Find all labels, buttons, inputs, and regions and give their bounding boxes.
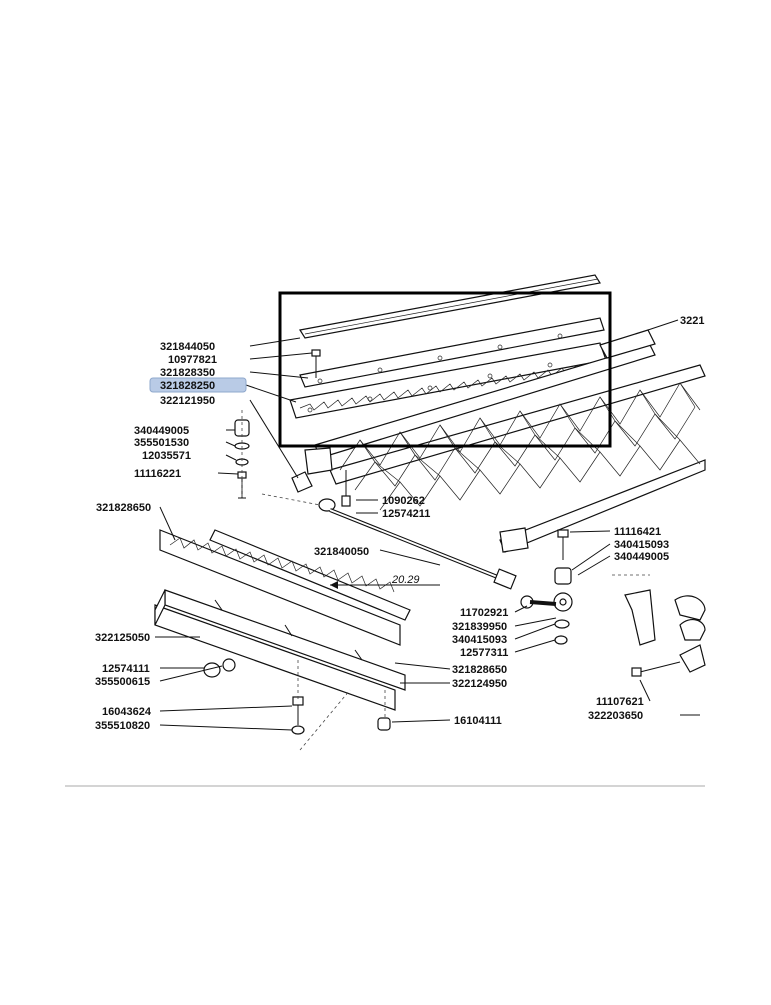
callout-340449005-right: 340449005 (614, 551, 669, 563)
callout-11107621: 11107621 (596, 696, 644, 708)
callout-340415093-lower: 340415093 (452, 634, 507, 646)
callout-340415093-upper: 340415093 (614, 539, 669, 551)
connecting-rod (261, 470, 517, 590)
strip-holes (307, 333, 563, 413)
callout-highlight (149, 377, 247, 393)
callout-322203650: 322203650 (588, 710, 643, 722)
callout-321828650-top: 321828650 (96, 502, 151, 514)
right-guard-plate (599, 329, 656, 359)
callout-321828350: 321828350 (160, 367, 215, 379)
crank-clamp (674, 595, 706, 621)
callout-12577311: 12577311 (460, 647, 508, 659)
lower-knife-bar (159, 529, 401, 646)
callout-16104111: 16104111 (454, 715, 502, 727)
callout-1090262: 1090262 (382, 495, 425, 507)
callout-355510820: 355510820 (95, 720, 150, 732)
callout-321844050: 321844050 (160, 341, 215, 353)
lower-top-strip (209, 529, 411, 621)
callout-321840050: 321840050 (314, 546, 369, 558)
knife-guard-strip (299, 317, 605, 388)
callout-321828250: 321828250 (160, 380, 215, 392)
cutter-bar-rear (499, 459, 706, 553)
bell-crank (624, 589, 656, 646)
sickle-sections (339, 382, 701, 511)
callout-10977821: 10977821 (168, 354, 217, 366)
lower-knife-assembly (154, 529, 440, 751)
upper-rail-assembly (289, 274, 607, 419)
callout-12574211: 12574211 (382, 508, 430, 520)
callout-321828650-bottom: 321828650 (452, 664, 507, 676)
callout-labels: 321844050 10977821 321828350 321828250 3… (95, 315, 704, 732)
callout-3221-truncated: 3221 (680, 315, 704, 327)
callout-12035571: 12035571 (142, 450, 191, 462)
guide-nut (377, 717, 391, 731)
callout-340449005-left: 340449005 (134, 425, 189, 437)
callout-322124950: 322124950 (452, 678, 507, 690)
callout-16043624: 16043624 (102, 706, 152, 718)
callout-355500615: 355500615 (95, 676, 150, 688)
left-hardware-stack (234, 349, 321, 500)
left-end-bracket (304, 447, 333, 475)
callout-321839950: 321839950 (452, 621, 507, 633)
callout-322121950: 322121950 (160, 395, 215, 407)
right-hardware-stack (520, 529, 706, 677)
callout-355501530: 355501530 (134, 437, 189, 449)
knife-clip (291, 471, 313, 493)
cutter-bar-assembly (304, 319, 706, 553)
callout-20-29: 20.29 (391, 574, 420, 586)
rear-end-bracket (499, 527, 529, 553)
callout-11702921: 11702921 (460, 607, 508, 619)
callout-12574111: 12574111 (102, 663, 150, 675)
callout-11116221: 11116221 (134, 468, 181, 480)
callout-11116421: 11116421 (614, 526, 661, 538)
selection-frame (278, 291, 612, 448)
callout-322125050: 322125050 (95, 632, 150, 644)
leader-lines (155, 337, 700, 731)
